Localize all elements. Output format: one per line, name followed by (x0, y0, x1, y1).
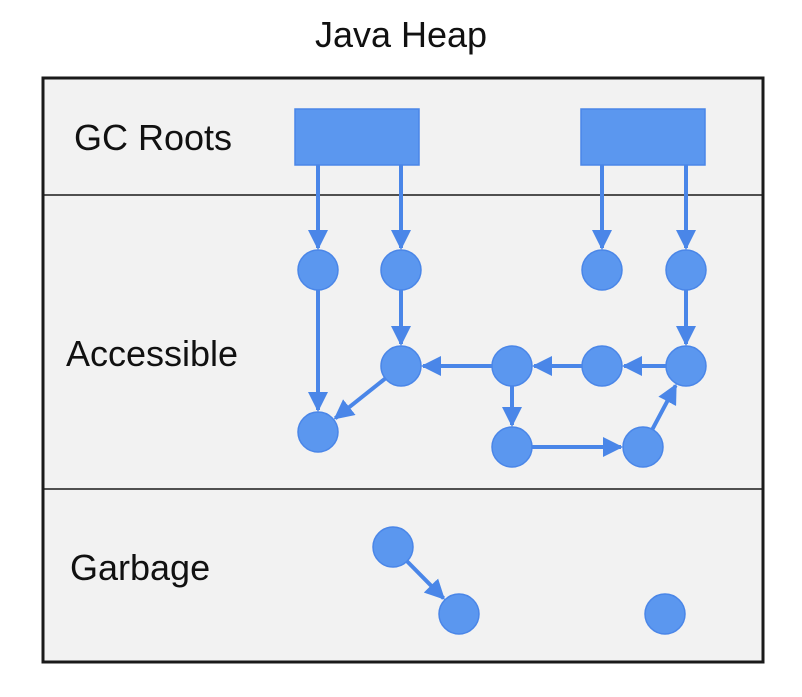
edge-a5-to-a9 (333, 376, 387, 420)
section-label-accessible: Accessible (66, 333, 239, 374)
edge-g1-to-g2 (405, 559, 445, 600)
gc-root-box-root1 (294, 108, 420, 166)
nodes-layer (294, 108, 707, 635)
object-node-a6 (491, 345, 533, 387)
object-node-a4 (665, 249, 707, 291)
object-node-a8 (665, 345, 707, 387)
diagram-title: Java Heap (314, 14, 488, 55)
object-node-a9 (297, 411, 339, 453)
object-node-a10 (491, 426, 533, 468)
garbage-object-node-g1 (372, 526, 414, 568)
object-node-a1 (297, 249, 339, 291)
garbage-object-node-g2 (438, 593, 480, 635)
garbage-object-node-g3 (644, 593, 686, 635)
gc-root-box-root2 (580, 108, 706, 166)
object-node-a3 (581, 249, 623, 291)
object-node-a2 (380, 249, 422, 291)
section-label-gc-roots: GC Roots (74, 117, 233, 158)
section-label-garbage: Garbage (70, 547, 211, 588)
object-node-a5 (380, 345, 422, 387)
edge-a11-to-a8 (650, 383, 678, 431)
edges-layer (308, 165, 696, 600)
object-node-a7 (581, 345, 623, 387)
object-node-a11 (622, 426, 664, 468)
